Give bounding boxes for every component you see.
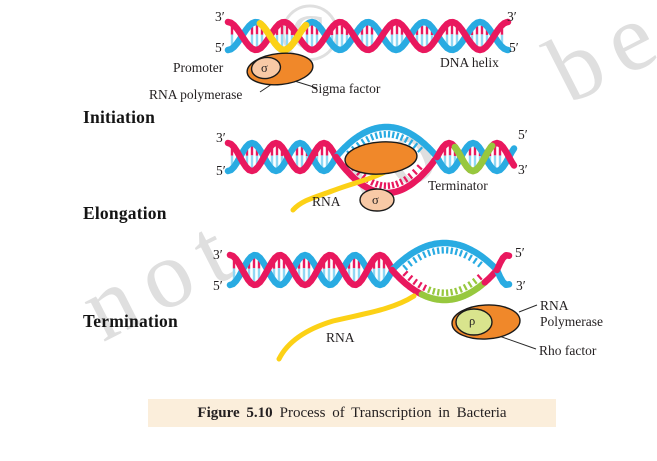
promoter-region: [256, 20, 310, 54]
elong-right-5prime: 5′: [518, 127, 528, 142]
rna-polymerase-label: RNA polymerase: [149, 87, 243, 102]
elongation-rna-polymerase-blob: [344, 141, 418, 175]
init-strand-red: [224, 18, 512, 54]
rho-factor-label: Rho factor: [539, 343, 597, 358]
rna-polymerase-label-line2: Polymerase: [540, 314, 603, 329]
rna-polymerase-label-line1: RNA: [540, 298, 569, 313]
elong-left-5prime: 5′: [216, 163, 226, 178]
figure-caption: Figure 5.10 Process of Transcription in B…: [148, 399, 556, 427]
elong-left-3prime: 3′: [216, 130, 226, 145]
elongation-dna-helix: [224, 123, 518, 213]
init-right-5prime: 5′: [509, 40, 519, 55]
terminator-region: [451, 142, 496, 175]
termination-rna-strand: [276, 293, 417, 362]
init-left-5prime: 5′: [215, 40, 225, 55]
sigma-symbol: σ: [261, 61, 268, 75]
figure-caption-text: Process of Transcription in Bacteria: [279, 405, 507, 421]
term-right-3prime: 3′: [516, 278, 526, 293]
termination-title: Termination: [83, 311, 178, 331]
termination-dna-helix: [226, 239, 538, 362]
elong-right-3prime: 3′: [518, 162, 528, 177]
rho-factor-blob: [455, 308, 493, 336]
elong-rna-label: RNA: [312, 194, 341, 209]
init-right-3prime: 3′: [507, 9, 517, 24]
figure-caption-number: Figure 5.10: [197, 405, 273, 421]
initiation-dna-helix: [224, 18, 512, 93]
elongation-rna-strand: [290, 164, 397, 213]
term-right-5prime: 5′: [515, 245, 525, 260]
init-left-3prime: 3′: [215, 9, 225, 24]
sigma-factor-label: Sigma factor: [311, 81, 381, 96]
released-sigma-symbol: σ: [372, 193, 379, 207]
term-rna-label: RNA: [326, 330, 355, 345]
sigma-factor-blob: [250, 56, 282, 80]
initiation-title: Initiation: [83, 107, 156, 127]
dna-helix-label: DNA helix: [440, 55, 499, 70]
term-left-5prime: 5′: [213, 278, 223, 293]
elongation-title: Elongation: [83, 203, 167, 223]
released-sigma-blob: [359, 188, 395, 212]
promoter-label: Promoter: [173, 60, 224, 75]
term-left-3prime: 3′: [213, 247, 223, 262]
rho-symbol: ρ: [469, 314, 476, 328]
terminator-label: Terminator: [428, 178, 488, 193]
